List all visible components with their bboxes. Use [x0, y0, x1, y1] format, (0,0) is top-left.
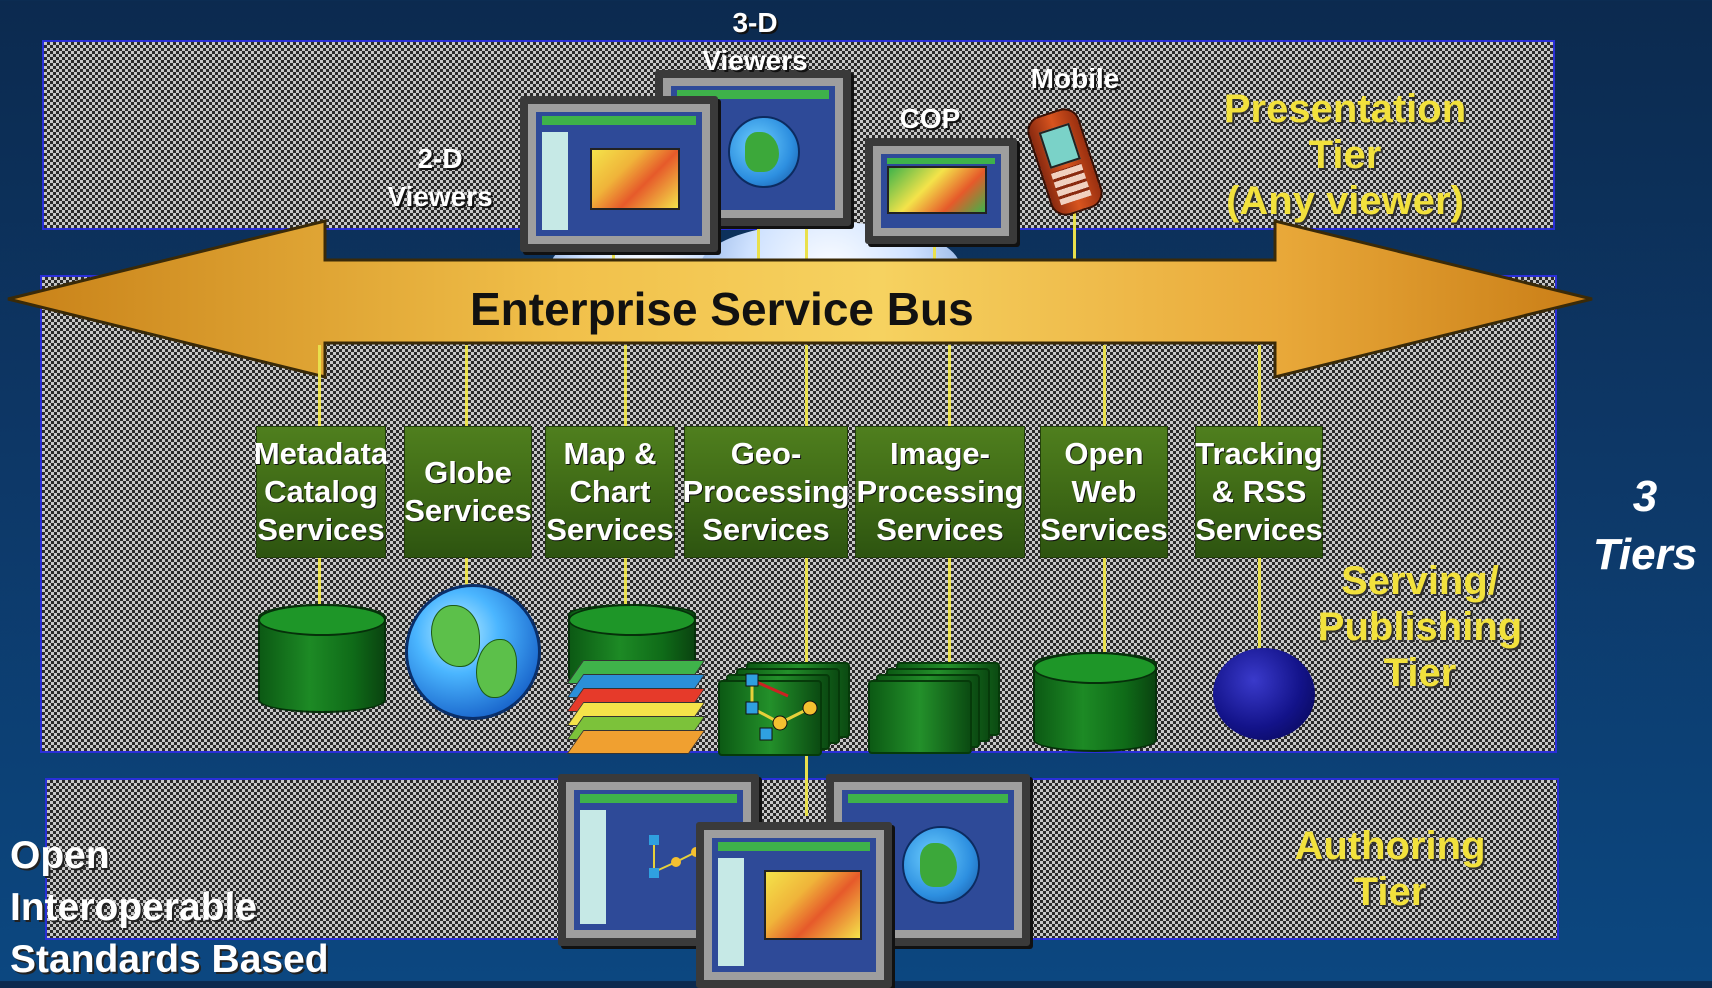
standards-footer: Open Interoperable Standards Based: [10, 834, 329, 981]
image-processing-services-box: Image- Processing Services: [855, 426, 1025, 558]
connector-line: [1258, 556, 1261, 648]
connector-line: [757, 205, 760, 263]
service-label: Map & Chart Services: [546, 436, 674, 547]
authoring-model-monitor: [558, 774, 759, 946]
connector-line: [1073, 210, 1076, 263]
service-label: Metadata Catalog Services: [253, 436, 389, 547]
globe-icon: [902, 826, 980, 904]
database-icon: [258, 604, 386, 713]
service-label: Tracking & RSS Services: [1195, 436, 1323, 547]
service-label: Geo- Processing Services: [682, 436, 850, 547]
three-tiers-label: 3 Tiers: [1592, 472, 1698, 579]
2d-viewers-label: 2-D Viewers: [387, 143, 493, 212]
authoring-map-monitor: [696, 822, 892, 988]
connector-line: [1258, 345, 1261, 427]
connector-line: [805, 345, 808, 427]
cop-monitor: [865, 138, 1017, 244]
service-label: Image- Processing Services: [856, 436, 1024, 547]
cop-label: COP: [899, 103, 961, 134]
service-label: Open Web Services: [1040, 436, 1168, 547]
map-icon: [764, 870, 862, 940]
serving-tier-label: Serving/ Publishing Tier: [1317, 559, 1523, 695]
map-icon: [590, 148, 680, 210]
connector-line: [465, 345, 468, 427]
imagery-stack-icon: [868, 662, 1002, 754]
database-icon: [1033, 652, 1157, 752]
authoring-tier-label: Authoring Tier: [1294, 824, 1486, 914]
connector-line: [318, 556, 321, 604]
globe-icon: [728, 116, 800, 188]
connector-line: [805, 205, 808, 263]
connector-line: [624, 556, 627, 604]
globe-icon: [405, 584, 541, 720]
enterprise-service-bus-arrow: [7, 219, 1593, 379]
globe-services-box: Globe Services: [404, 426, 532, 558]
tracking-sphere-icon: [1213, 648, 1315, 740]
3d-viewers-label: 3-D Viewers: [702, 7, 808, 76]
connector-line: [1103, 345, 1106, 427]
2d-viewer-monitor: [520, 96, 718, 252]
service-label: Globe Services: [404, 455, 532, 528]
geoprocessing-services-box: Geo- Processing Services: [682, 426, 850, 558]
open-web-services-box: Open Web Services: [1040, 426, 1168, 558]
mobile-label: Mobile: [1030, 63, 1120, 94]
connector-line: [624, 345, 627, 427]
connector-line: [318, 345, 321, 427]
connector-line: [933, 225, 936, 263]
connector-line: [1103, 556, 1106, 652]
connector-line: [948, 556, 951, 666]
metadata-catalog-services-box: Metadata Catalog Services: [253, 426, 389, 558]
connector-line: [465, 556, 468, 586]
connector-line: [948, 345, 951, 427]
workflow-diagram-icon: [745, 673, 818, 741]
bus-label: Enterprise Service Bus: [470, 283, 974, 335]
presentation-tier-label: Presentation Tier (Any viewer): [1223, 87, 1467, 223]
tracking-rss-services-box: Tracking & RSS Services: [1195, 426, 1323, 558]
map-layers-icon: [566, 660, 706, 754]
map-icon: [887, 166, 987, 214]
map-chart-services-box: Map & Chart Services: [545, 426, 675, 558]
